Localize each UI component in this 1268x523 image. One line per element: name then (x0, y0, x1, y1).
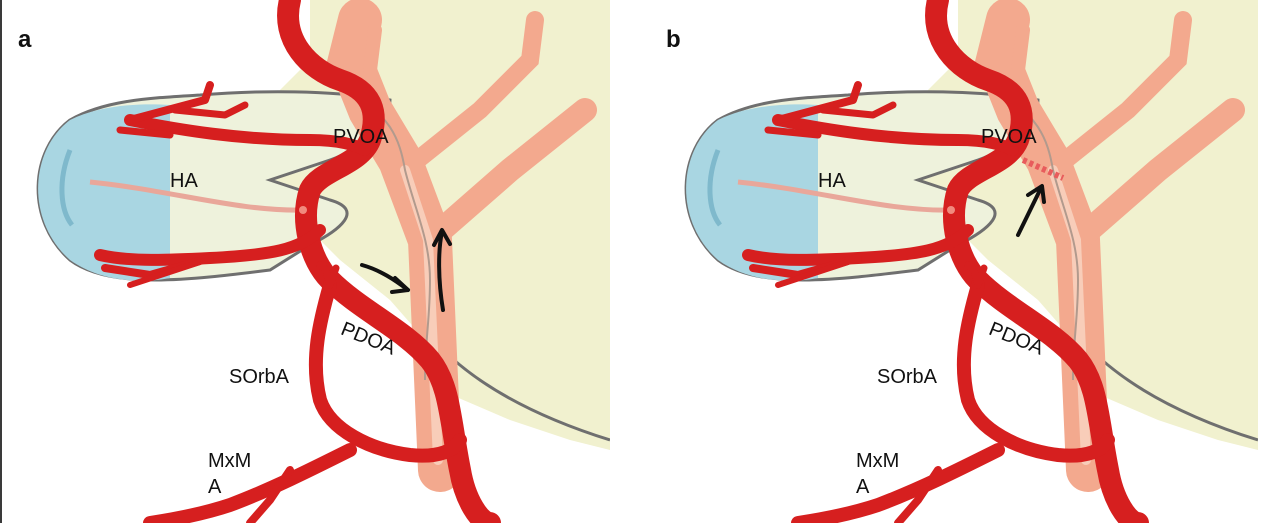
panel-a-drawing (10, 0, 610, 523)
anastomosis-point (947, 206, 955, 214)
artery-upper-twig-3 (768, 130, 818, 135)
panel-letter: b (666, 26, 681, 54)
label-mxma: MxM A (208, 448, 258, 500)
anastomosis-point (299, 206, 307, 214)
panel-a: a HA PVOA PDOA SOrbA MxM A (10, 0, 610, 523)
label-pvoa: PVOA (333, 126, 389, 149)
label-pvoa: PVOA (981, 126, 1037, 149)
label-sorba: SOrbA (229, 366, 289, 389)
label-ha: HA (818, 170, 846, 193)
label-ha: HA (170, 170, 198, 193)
panel-b-drawing (658, 0, 1258, 523)
label-sorba: SOrbA (877, 366, 937, 389)
panel-letter: a (18, 26, 31, 54)
artery-upper-twig-3 (120, 130, 170, 135)
figure-left-border (0, 0, 2, 523)
panel-b: b HA PVOA PDOA SOrbA MxM A (658, 0, 1258, 523)
label-mxma: MxM A (856, 448, 906, 500)
